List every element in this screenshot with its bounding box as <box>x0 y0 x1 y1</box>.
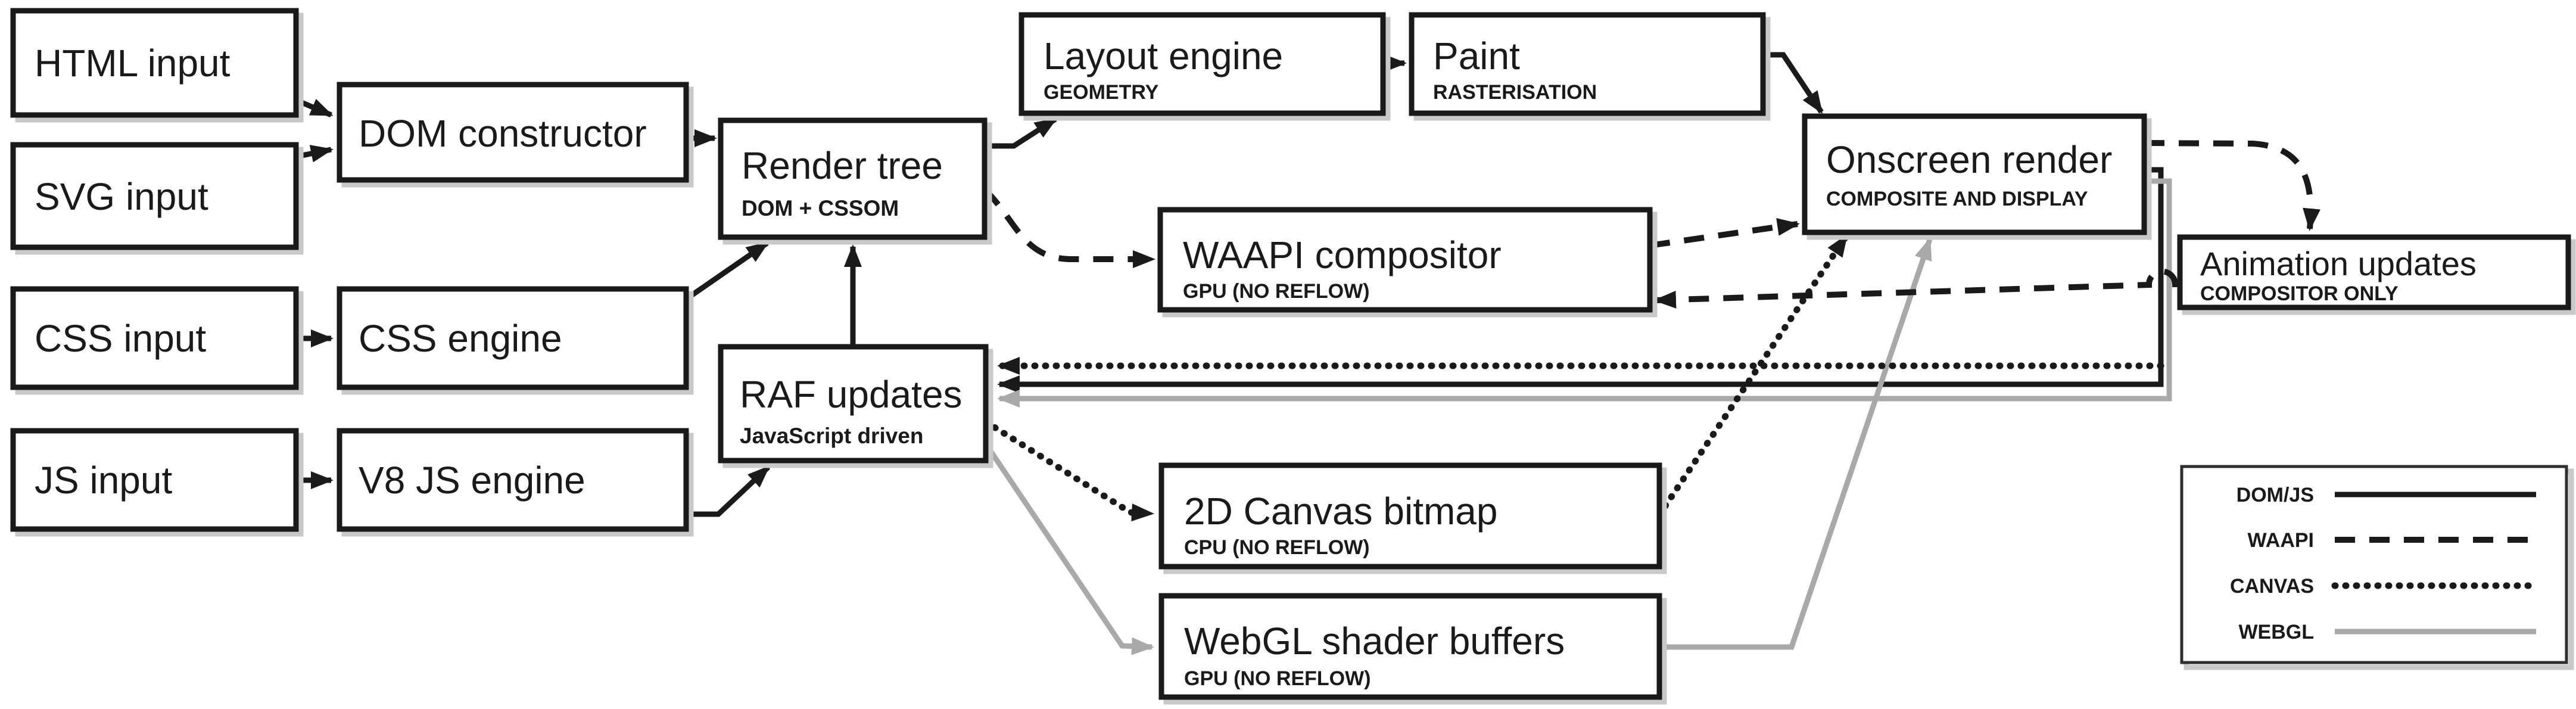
css-input-box <box>10 286 299 390</box>
css-engine-box <box>337 286 689 390</box>
node-css-input: CSS input <box>10 286 304 395</box>
legend-label-webgl: WEBGL <box>2238 621 2314 643</box>
svg-input-label: SVG input <box>35 175 208 218</box>
node-paint: Paint RASTERISATION <box>1409 12 1771 121</box>
paint-box <box>1409 12 1766 116</box>
webgl-buffers-label: WebGL shader buffers <box>1184 620 1565 663</box>
node-layout-engine: Layout engine GEOMETRY <box>1018 12 1391 121</box>
edge-onscreen-return-domjs-to-raf <box>997 167 2164 393</box>
animation-updates-sublabel: COMPOSITOR ONLY <box>2200 282 2399 305</box>
node-waapi-compositor: WAAPI compositor GPU (NO REFLOW) <box>1157 207 1658 318</box>
render-tree-sublabel: DOM + CSSOM <box>742 196 899 220</box>
edge-raf-to-webgl <box>985 444 1154 655</box>
node-onscreen-render: Onscreen render COMPOSITE AND DISPLAY <box>1802 113 2152 240</box>
v8-js-engine-label: V8 JS engine <box>359 459 585 502</box>
edge-onscreen-to-animation <box>2144 140 2321 231</box>
edge-webgl-to-onscreen <box>1659 237 1933 650</box>
edge-return-webgl-to-raf <box>997 178 2172 408</box>
legend-label-canvas: CANVAS <box>2230 575 2314 598</box>
html-input-box <box>10 8 299 118</box>
dom-constructor-label: DOM constructor <box>359 112 647 155</box>
canvas-2d-label: 2D Canvas bitmap <box>1184 490 1497 533</box>
node-svg-input: SVG input <box>10 142 304 255</box>
node-animation-updates: Animation updates COMPOSITOR ONLY <box>2177 234 2576 315</box>
paint-sublabel: RASTERISATION <box>1433 81 1597 104</box>
edges-canvas <box>982 232 2164 522</box>
legend: DOM/JS WAAPI CANVAS WEBGL <box>2180 465 2574 670</box>
edge-canvas2d-to-onscreen <box>1656 232 1850 518</box>
edges-waapi <box>982 140 2321 309</box>
node-html-input: HTML input <box>10 8 304 123</box>
css-input-label: CSS input <box>35 317 206 360</box>
node-dom-constructor: DOM constructor <box>337 82 694 188</box>
svg-input-box <box>10 142 299 250</box>
waapi-compositor-box <box>1157 207 1653 313</box>
node-css-engine: CSS engine <box>337 286 694 395</box>
legend-label-waapi: WAAPI <box>2248 529 2314 552</box>
node-canvas-2d: 2D Canvas bitmap CPU (NO REFLOW) <box>1158 462 1667 574</box>
edge-v8-to-raf <box>686 465 771 517</box>
dom-constructor-box <box>337 82 689 183</box>
js-input-label: JS input <box>35 459 172 502</box>
v8-js-engine-box <box>337 428 689 532</box>
edges-webgl <box>985 178 2172 655</box>
webgl-buffers-sublabel: GPU (NO REFLOW) <box>1184 667 1371 690</box>
webgl-buffers-box <box>1158 593 1662 700</box>
js-input-box <box>10 428 299 532</box>
onscreen-render-sublabel: COMPOSITE AND DISPLAY <box>1826 188 2088 210</box>
render-tree-label: Render tree <box>742 144 943 187</box>
animation-updates-label: Animation updates <box>2200 245 2477 282</box>
node-js-input: JS input <box>10 428 304 537</box>
layout-engine-box <box>1018 12 1386 116</box>
paint-label: Paint <box>1433 35 1520 77</box>
raf-updates-label: RAF updates <box>740 373 963 416</box>
edge-rendertree-to-waapi <box>982 187 1155 268</box>
edge-raf-to-canvas2d <box>982 418 1155 522</box>
raf-updates-box <box>718 344 989 464</box>
node-render-tree: Render tree DOM + CSSOM <box>718 117 992 245</box>
html-input-label: HTML input <box>35 42 230 85</box>
canvas-2d-box <box>1158 462 1662 570</box>
canvas-2d-sublabel: CPU (NO REFLOW) <box>1184 536 1370 559</box>
waapi-compositor-label: WAAPI compositor <box>1183 234 1502 276</box>
render-tree-box <box>718 117 988 240</box>
animation-updates-box <box>2177 234 2571 310</box>
edge-rendertree-to-layout <box>985 117 1058 149</box>
edge-animation-to-waapi <box>1653 268 2178 309</box>
node-webgl-buffers: WebGL shader buffers GPU (NO REFLOW) <box>1158 593 1667 705</box>
layout-engine-label: Layout engine <box>1044 35 1283 77</box>
raf-updates-sublabel: JavaScript driven <box>740 424 923 448</box>
node-raf-updates: RAF updates JavaScript driven <box>718 344 993 468</box>
node-v8-js-engine: V8 JS engine <box>337 428 694 537</box>
onscreen-render-box <box>1802 113 2147 235</box>
edge-cssengine-to-rendertree <box>684 241 770 301</box>
legend-label-domjs: DOM/JS <box>2237 484 2314 506</box>
layout-engine-sublabel: GEOMETRY <box>1044 81 1159 104</box>
edge-waapi-to-onscreen <box>1649 218 1800 248</box>
waapi-compositor-sublabel: GPU (NO REFLOW) <box>1183 280 1370 303</box>
css-engine-label: CSS engine <box>359 317 562 360</box>
onscreen-render-label: Onscreen render <box>1826 138 2112 181</box>
